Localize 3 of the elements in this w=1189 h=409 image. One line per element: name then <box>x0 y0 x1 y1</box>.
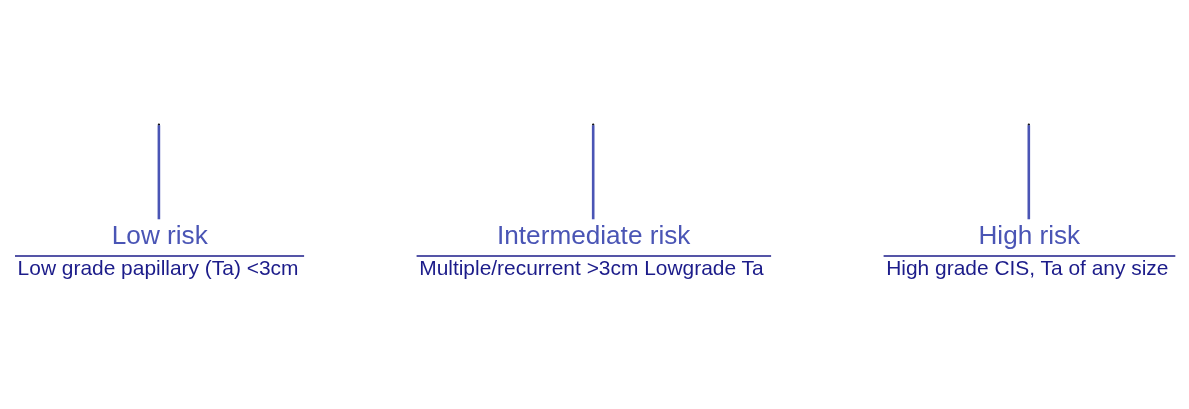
node-text: Intermediate risk Multiple/recurrent >3cm Lowgrade Ta <box>419 220 764 280</box>
node-text: Low risk Low grade papillary (Ta) <3cm <box>17 220 299 280</box>
node-text: High risk High grade CIS, Ta of any size <box>886 220 1169 280</box>
